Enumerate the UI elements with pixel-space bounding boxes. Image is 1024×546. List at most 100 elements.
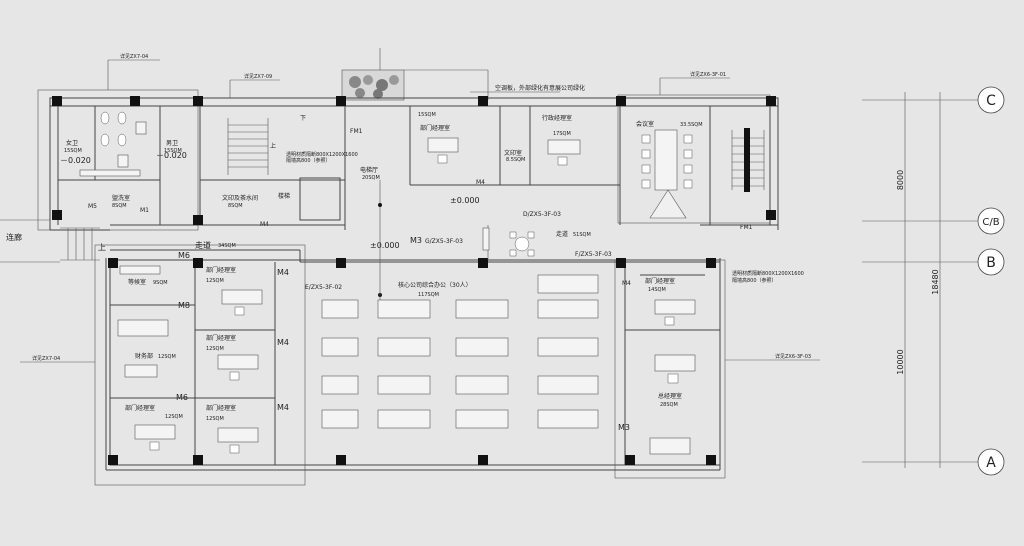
room-labels: 女卫 15SQM 男卫 15SQM －0.020 －0.020 盥洗室 8SQM… [6, 112, 703, 422]
label-male-wc: 男卫 [166, 140, 178, 147]
label-wash-area: 8SQM [112, 203, 127, 209]
label-open-office: 核心公司综合办公（30人） [398, 281, 472, 289]
door-m4-2: M4 [277, 338, 289, 347]
glass-note-1: 透明材质隔断800X1200X1600 [286, 151, 358, 158]
label-copy-water-area: 8SQM [228, 203, 243, 209]
label-copy-water: 文印及茶水间 [222, 194, 258, 202]
ref-zx6-3f-01: 详见ZX6-3F-01 [690, 71, 726, 78]
door-m3-gm: M3 [618, 423, 630, 432]
label-link: 连廊 [6, 232, 22, 242]
label-admin-mgr-area: 17SQM [553, 131, 571, 137]
walls [49, 97, 779, 471]
label-female-wc: 女卫 [66, 139, 78, 147]
ref-g: G/ZX5-3F-03 [425, 238, 463, 245]
ref-zx6-3f-03: 详见ZX6-3F-03 [775, 353, 811, 360]
meeting-table [641, 129, 693, 219]
label-elevator-hall: 电梯厅 [360, 166, 378, 174]
label-gm-area: 28SQM [660, 402, 678, 408]
axis-bubble-c [977, 86, 1005, 114]
level-lobby: ±0.000 [370, 241, 400, 250]
door-m8: M8 [178, 301, 190, 310]
planter [341, 48, 560, 101]
label-dept-left-3-area: 12SQM [165, 414, 183, 420]
glass-note-4: 隔墙高800（参照） [732, 277, 777, 284]
door-m6-2: M6 [176, 393, 188, 402]
label-dept-left-4-area: 12SQM [206, 416, 224, 422]
grid-axes: C C/B B A 8000 18480 10000 [862, 86, 1005, 476]
axis-bubble-b [977, 248, 1005, 276]
workstation-cluster-4 [537, 274, 599, 429]
ref-e: E/ZX5-3F-02 [305, 284, 342, 291]
label-meeting: 会议室 [636, 120, 654, 128]
ref-zx7-04-top: 详见ZX7-04 [120, 53, 148, 60]
label-dept-left-1-area: 12SQM [206, 278, 224, 284]
label-stair: 楼梯 [278, 192, 290, 200]
label-finance: 财务部 [135, 352, 153, 360]
stair-up-left: 上 [98, 243, 106, 252]
label-dept-top-area: 15SQM [418, 112, 436, 118]
structural-columns [52, 96, 776, 465]
label-corridor-1-area: 34SQM [218, 243, 236, 249]
label-dept-top: 部门经理室 [420, 124, 450, 132]
label-print-area: 8.5SQM [506, 157, 525, 163]
label-dept-left-2-area: 12SQM [206, 346, 224, 352]
ref-d: D/ZX5-3F-03 [523, 211, 561, 218]
label-dept-right-area: 14SQM [648, 287, 666, 293]
stair-down-top: 下 [300, 115, 306, 122]
axis-label-cb: C/B [982, 217, 999, 228]
manager-desks [117, 137, 696, 455]
door-m5: M5 [88, 203, 97, 210]
level-male: －0.020 [156, 151, 187, 160]
door-tags: M1 M5 M3 M3 M4 M4 M4 M4 M4 M4 M6 M6 M8 F… [88, 128, 753, 432]
label-admin-mgr: 行政经理室 [542, 114, 572, 122]
stair-up-top: 上 [270, 142, 276, 150]
label-open-office-area: 117SQM [418, 292, 439, 298]
door-m4-3: M4 [277, 403, 289, 412]
workstation-cluster-1 [321, 299, 359, 429]
label-dept-left-1: 部门经理室 [206, 266, 236, 274]
label-gm: 总经理室 [658, 392, 682, 400]
axis-label-a: A [986, 455, 996, 471]
axis-bubble-cb [977, 207, 1005, 235]
notes: 透明材质隔断800X1200X1600 隔墙高800（参照） 透明材质隔断800… [98, 115, 804, 284]
label-dept-left-3: 部门经理室 [125, 404, 155, 412]
stair-core [0, 118, 765, 263]
label-waiting-area: 9SQM [153, 280, 168, 286]
door-m4-5: M4 [622, 280, 631, 287]
label-elevator-hall-area: 20SQM [362, 175, 380, 181]
glass-note-2: 隔墙高800（参照） [286, 157, 331, 164]
label-print: 文印室 [504, 149, 522, 157]
toilet-fixtures [79, 111, 147, 177]
level-female: －0.020 [60, 156, 91, 165]
workstation-cluster-3 [455, 299, 509, 429]
label-wash: 盥洗室 [112, 194, 130, 202]
axis-label-b: B [986, 255, 996, 271]
label-female-wc-area: 15SQM [64, 148, 82, 154]
label-corridor-2: 走道 [556, 230, 568, 238]
label-male-wc-area: 15SQM [164, 148, 182, 154]
glass-note-3: 透明材质隔断800X1200X1600 [732, 270, 804, 277]
door-fm1-2: FM1 [740, 224, 753, 231]
axis-bubble-a [977, 448, 1005, 476]
dimension-10000: 10000 [896, 349, 905, 374]
section-refs: E/ZX5-3F-02 G/ZX5-3F-03 D/ZX5-3F-03 F/ZX… [305, 211, 612, 291]
ref-f: F/ZX5-3F-03 [575, 251, 612, 258]
dimension-8000: 8000 [896, 170, 905, 190]
door-fm1-1: FM1 [350, 128, 363, 135]
workstation-cluster-2 [377, 299, 431, 429]
ref-zx7-09: 详见ZX7-09 [244, 73, 272, 80]
label-dept-left-4: 部门经理室 [206, 404, 236, 412]
door-m1: M1 [140, 207, 149, 214]
label-dept-left-2: 部门经理室 [206, 334, 236, 342]
ref-zx7-04-left: 详见ZX7-04 [32, 355, 60, 362]
axis-label-c: C [986, 93, 996, 109]
door-m4-6: M4 [260, 221, 269, 228]
door-m4-4: M4 [476, 179, 485, 186]
misc-marks [378, 180, 490, 300]
dimension-18480: 18480 [931, 269, 940, 294]
label-finance-area: 12SQM [158, 354, 176, 360]
level-corridor: ±0.000 [450, 196, 480, 205]
door-m4-1: M4 [277, 268, 289, 277]
lounge-table [509, 231, 535, 257]
